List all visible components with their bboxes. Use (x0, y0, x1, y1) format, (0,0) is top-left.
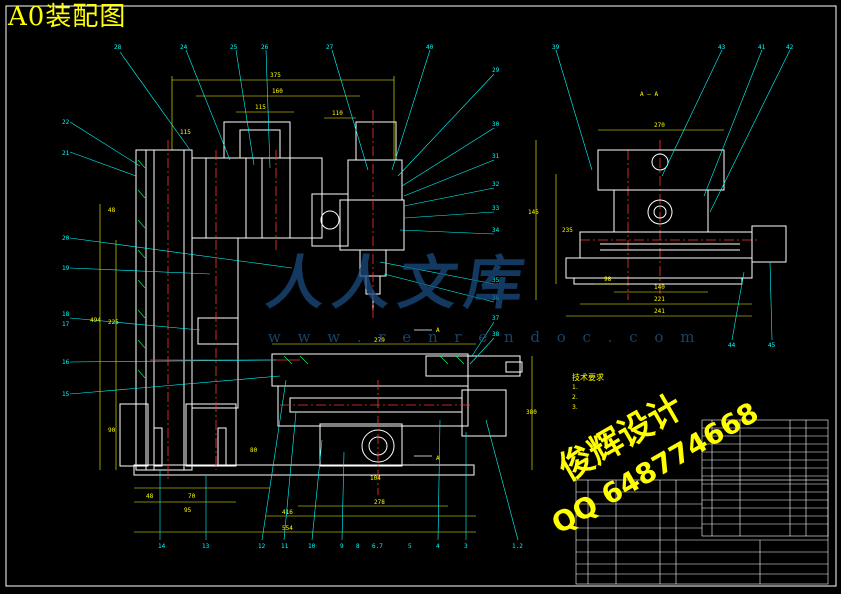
svg-text:95: 95 (184, 507, 192, 514)
svg-text:5: 5 (408, 543, 412, 550)
svg-text:1.2: 1.2 (512, 543, 523, 550)
svg-text:15: 15 (62, 391, 70, 398)
svg-text:70: 70 (188, 493, 196, 500)
svg-text:17: 17 (62, 321, 70, 328)
dimension-text: 375 160 115 110 115 48 70 95 80 416 554 … (90, 72, 665, 532)
svg-text:115: 115 (180, 129, 191, 136)
svg-text:98: 98 (604, 276, 612, 283)
svg-text:18: 18 (62, 311, 70, 318)
svg-text:235: 235 (562, 227, 573, 234)
svg-text:145: 145 (528, 209, 539, 216)
technical-requirement-2: 2. (572, 394, 578, 401)
title-block (575, 419, 829, 585)
svg-text:48: 48 (146, 493, 154, 500)
svg-text:10: 10 (308, 543, 316, 550)
leader-lines (69, 49, 791, 541)
svg-text:37: 37 (492, 315, 500, 322)
svg-text:416: 416 (282, 509, 293, 516)
svg-text:48: 48 (108, 207, 116, 214)
centerlines (150, 110, 760, 495)
svg-text:A: A (436, 455, 440, 462)
svg-text:45: 45 (768, 342, 776, 349)
svg-text:554: 554 (282, 525, 293, 532)
svg-text:80: 80 (250, 447, 258, 454)
svg-text:42: 42 (786, 44, 794, 51)
svg-text:241: 241 (654, 308, 665, 315)
svg-text:12: 12 (258, 543, 266, 550)
watermark-brand: 人人文库 (262, 249, 537, 317)
svg-text:25: 25 (230, 44, 238, 51)
technical-requirement-3: 3. (572, 404, 578, 411)
svg-text:39: 39 (552, 44, 560, 51)
svg-text:380: 380 (526, 409, 537, 416)
svg-text:A: A (436, 327, 440, 334)
svg-text:38: 38 (492, 331, 500, 338)
svg-text:32: 32 (492, 181, 500, 188)
svg-text:279: 279 (374, 337, 385, 344)
svg-text:31: 31 (492, 153, 500, 160)
svg-text:278: 278 (374, 499, 385, 506)
svg-text:43: 43 (718, 44, 726, 51)
svg-text:27: 27 (326, 44, 334, 51)
svg-text:13: 13 (202, 543, 210, 550)
part-numbers: 28 24 25 26 27 40 29 30 31 32 33 34 22 2… (62, 44, 794, 550)
svg-text:3: 3 (464, 543, 468, 550)
svg-text:8: 8 (356, 543, 360, 550)
section-markers: A – A A A (414, 91, 658, 462)
svg-text:270: 270 (654, 122, 665, 129)
drawing-title: A0装配图 (8, 2, 127, 32)
svg-text:28: 28 (114, 44, 122, 51)
section-view-a-a (565, 149, 787, 285)
svg-text:225: 225 (108, 319, 119, 326)
svg-text:33: 33 (492, 205, 500, 212)
svg-text:34: 34 (492, 227, 500, 234)
drawing-frame (5, 5, 837, 587)
svg-text:6.7: 6.7 (372, 543, 383, 550)
watermark-site: w w w . r e n r e n d o c . c o m (268, 328, 701, 346)
svg-text:110: 110 (332, 110, 343, 117)
svg-text:20: 20 (62, 235, 70, 242)
front-view (119, 121, 523, 476)
svg-text:35: 35 (492, 277, 500, 284)
svg-text:14: 14 (158, 543, 166, 550)
svg-text:44: 44 (728, 342, 736, 349)
svg-text:4: 4 (436, 543, 440, 550)
section-hatching (137, 159, 465, 379)
dimension-lines (99, 76, 752, 533)
technical-requirements-title: 技术要求 (572, 373, 604, 382)
svg-text:16: 16 (62, 359, 70, 366)
svg-text:40: 40 (426, 44, 434, 51)
svg-text:21: 21 (62, 150, 70, 157)
svg-text:140: 140 (654, 284, 665, 291)
svg-text:19: 19 (62, 265, 70, 272)
svg-text:494: 494 (90, 317, 101, 324)
svg-text:375: 375 (270, 72, 281, 79)
svg-text:11: 11 (281, 543, 289, 550)
svg-text:24: 24 (180, 44, 188, 51)
svg-text:A – A: A – A (640, 91, 658, 98)
svg-text:221: 221 (654, 296, 665, 303)
svg-text:9: 9 (340, 543, 344, 550)
svg-text:160: 160 (272, 88, 283, 95)
technical-requirement-1: 1. (572, 384, 578, 391)
svg-text:30: 30 (492, 121, 500, 128)
svg-text:26: 26 (261, 44, 269, 51)
svg-text:115: 115 (255, 104, 266, 111)
svg-text:22: 22 (62, 119, 70, 126)
svg-text:29: 29 (492, 67, 500, 74)
svg-text:36: 36 (492, 295, 500, 302)
svg-text:104: 104 (370, 475, 381, 482)
svg-text:41: 41 (758, 44, 766, 51)
svg-text:90: 90 (108, 427, 116, 434)
